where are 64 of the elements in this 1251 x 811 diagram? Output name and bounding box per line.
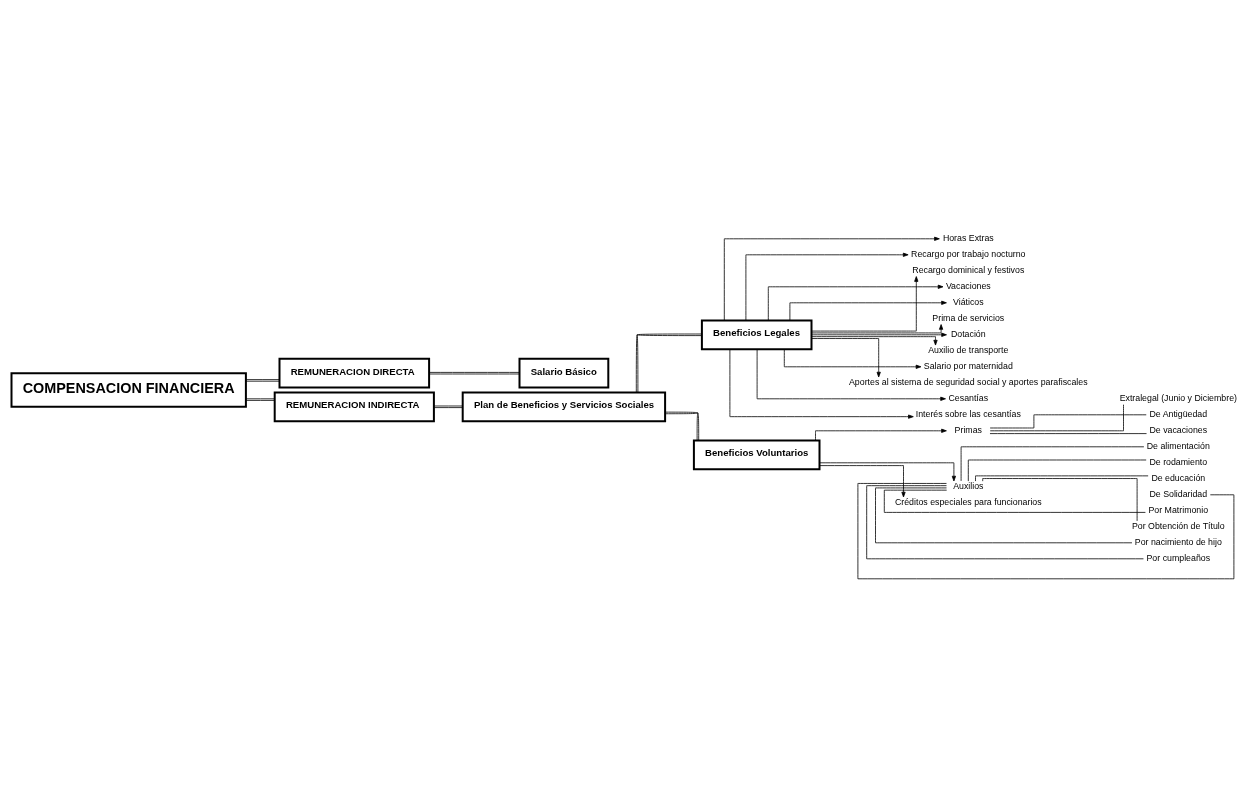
node-text: Créditos especiales para funcionarios [894, 496, 1042, 507]
node-text: Dotación [950, 328, 986, 339]
node-text: Por cumpleaños [1146, 552, 1211, 563]
node-text: Interés sobre las cesantías [915, 408, 1021, 419]
node-text: Horas Extras [942, 232, 994, 243]
node-box: REMUNERACION INDIRECTA [273, 390, 435, 422]
connector [967, 459, 1147, 481]
arrow [767, 284, 944, 321]
node-text: Prima de servicios [932, 312, 1005, 323]
node-text: Recargo dominical y festivos [912, 264, 1025, 275]
node-text: De alimentación [1146, 440, 1210, 451]
arrow [745, 252, 909, 321]
node-text: Auxilio de transporte [928, 344, 1009, 355]
arrow [819, 461, 956, 481]
node-box: COMPENSACION FINANCIERA [10, 371, 247, 408]
arrow [811, 335, 938, 345]
connector [866, 484, 1144, 559]
arrow [811, 275, 919, 331]
node-text: Cesantías [948, 392, 989, 403]
node-text: Por Obtención de Título [1131, 520, 1225, 531]
node-box: Beneficios Voluntarios [692, 438, 821, 470]
arrow [729, 348, 914, 419]
node-box: Plan de Beneficios y Servicios Sociales [461, 390, 667, 422]
arrow [789, 300, 947, 321]
arrow [815, 428, 947, 441]
node-box: REMUNERACION DIRECTA [278, 357, 431, 389]
node-text: Por Matrimonio [1148, 504, 1209, 515]
connector [975, 474, 1149, 481]
node-text: De vacaciones [1149, 424, 1208, 435]
connector [989, 432, 1147, 434]
connector [245, 378, 280, 382]
node-text: De Antigüedad [1149, 408, 1208, 419]
connector [429, 371, 520, 374]
arrow [783, 348, 922, 369]
node-text: Salario por maternidad [923, 360, 1013, 371]
connector [245, 397, 275, 401]
connector [989, 413, 1147, 428]
arrow [811, 337, 881, 377]
node-text: De Solidaridad [1149, 488, 1208, 499]
node-text: Extralegal (Junio y Diciembre) [1119, 392, 1237, 403]
arrow [723, 236, 940, 321]
connector [989, 403, 1124, 431]
node-text: De educación [1151, 472, 1206, 483]
connector [982, 477, 1138, 521]
node-text: Primas [954, 424, 982, 435]
node-text: Aportes al sistema de seguridad social y aportes parafiscales [848, 376, 1088, 387]
connector [664, 411, 700, 441]
node-text: De rodamiento [1149, 456, 1208, 467]
arrow [756, 348, 946, 401]
node-box: Salario Básico [518, 357, 610, 389]
connector [857, 482, 1235, 579]
node-text: Vacaciones [945, 280, 991, 291]
node-text: Auxilios [953, 480, 984, 491]
node-text: Recargo por trabajo nocturno [911, 248, 1026, 259]
connector [875, 487, 1133, 543]
node-box: Beneficios Legales [700, 318, 813, 350]
connector [635, 333, 703, 393]
node-text: Por nacimiento de hijo [1134, 536, 1222, 547]
connector [883, 489, 1146, 513]
arrow [811, 332, 947, 337]
arrow [811, 323, 944, 333]
node-text: Viáticos [952, 296, 984, 307]
connector [433, 405, 463, 408]
arrow [819, 464, 906, 497]
